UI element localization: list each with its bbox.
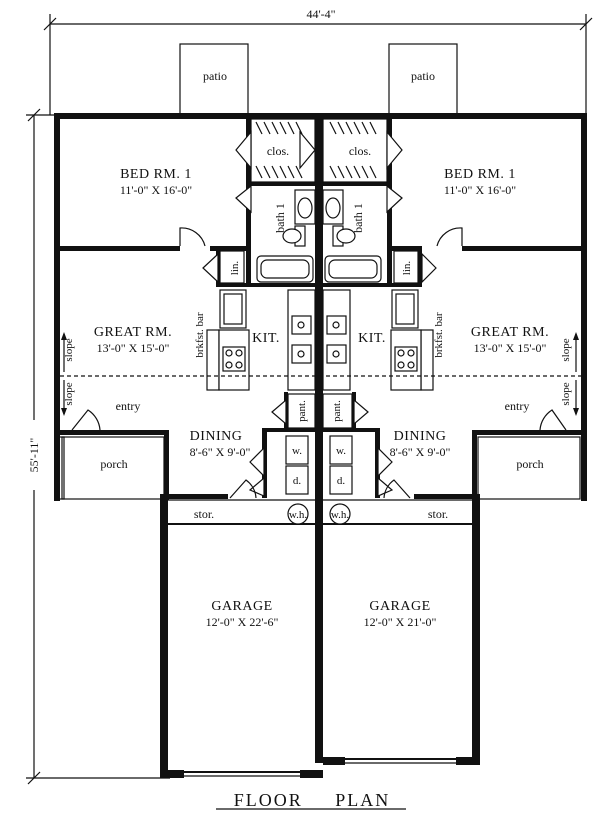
left-laundry: w. d. [248, 435, 309, 497]
right-dining-name: DINING [394, 429, 447, 444]
left-slope-upper-label: slope [63, 338, 75, 361]
left-dining-name: DINING [190, 429, 243, 444]
right-garage-name: GARAGE [369, 599, 430, 614]
right-garage-size: 12'-0" X 21'-0" [364, 615, 437, 629]
left-linen-label: lin. [229, 261, 241, 276]
right-porch-label: porch [516, 457, 543, 471]
left-bath-label: bath 1 [273, 203, 287, 233]
left-storage-label: stor. [194, 507, 214, 521]
right-dining-size: 8'-6" X 9'-0" [390, 445, 451, 459]
right-patio-label: patio [411, 69, 435, 83]
sink-icon [297, 197, 313, 219]
right-water-heater-label: w.h. [331, 509, 349, 521]
left-garage-size: 12'-0" X 22'-6" [206, 615, 279, 629]
left-bedroom-size: 11'-0" X 16'-0" [120, 183, 192, 197]
right-dryer-label: d. [337, 475, 346, 487]
right-porch [477, 436, 581, 500]
left-patio-label: patio [203, 69, 227, 83]
left-bedroom-door [179, 227, 206, 247]
exterior-walls [54, 113, 587, 778]
right-linen-closet: lin. [393, 250, 437, 284]
right-entry-door [539, 409, 567, 431]
right-great-room-size: 13'-0" X 15'-0" [474, 341, 547, 355]
right-kitchen: KIT. brkfst. bar [322, 289, 445, 391]
left-porch [61, 436, 165, 500]
left-dining-size: 8'-6" X 9'-0" [190, 445, 251, 459]
right-closet: clos. [322, 118, 403, 183]
left-entry-label: entry [116, 399, 141, 413]
right-storage-label: stor. [428, 507, 448, 521]
left-kitchen: KIT. brkfst. bar [194, 289, 316, 391]
left-breakfast-bar-label: brkfst. bar [194, 312, 206, 358]
left-great-room-size: 13'-0" X 15'-0" [97, 341, 170, 355]
overall-depth-label: 55'-11" [27, 438, 41, 473]
toilet-icon [282, 228, 302, 244]
right-washer-label: w. [336, 445, 346, 457]
left-garage-entry-door [229, 479, 257, 499]
right-bedroom-door [436, 227, 463, 247]
plan-title: FLOOR PLAN [234, 790, 391, 810]
overall-width-label: 44'-4" [306, 7, 335, 21]
right-bedroom-name: BED RM. 1 [444, 167, 516, 182]
right-great-room-name: GREAT RM. [471, 325, 549, 340]
left-pantry: pant. [271, 393, 316, 429]
left-garage-name: GARAGE [211, 599, 272, 614]
left-kitchen-label: KIT. [252, 331, 280, 346]
left-great-room-name: GREAT RM. [94, 325, 172, 340]
left-entry-door [71, 409, 101, 431]
right-slope-lower-label: slope [560, 382, 572, 405]
toilet-icon [336, 228, 356, 244]
left-linen-closet: lin. [202, 250, 245, 284]
left-closet: clos. [235, 118, 316, 183]
right-linen-label: lin. [401, 261, 413, 276]
right-entry-label: entry [505, 399, 530, 413]
right-water-heater [329, 503, 351, 525]
left-bath: bath 1 [235, 184, 316, 283]
right-closet-label: clos. [349, 144, 371, 158]
right-kitchen-label: KIT. [358, 331, 386, 346]
right-pantry-label: pant. [331, 400, 343, 422]
right-breakfast-bar-label: brkfst. bar [433, 312, 445, 358]
overall-width-dimension: 44'-4" [43, 7, 593, 115]
right-bath-label: bath 1 [351, 203, 365, 233]
right-pantry: pant. [322, 393, 369, 429]
right-slope-upper-label: slope [560, 338, 572, 361]
left-water-heater-label: w.h. [289, 509, 307, 521]
right-bedroom-size: 11'-0" X 16'-0" [444, 183, 516, 197]
sink-icon [325, 197, 341, 219]
left-porch-label: porch [100, 457, 127, 471]
left-closet-label: clos. [267, 144, 289, 158]
left-slope-lower-label: slope [63, 382, 75, 405]
right-laundry: w. d. [329, 435, 394, 497]
left-bedroom-name: BED RM. 1 [120, 167, 192, 182]
right-garage-entry-door [383, 479, 411, 499]
left-dryer-label: d. [293, 475, 302, 487]
left-washer-label: w. [292, 445, 302, 457]
overall-depth-dimension: 55'-11" [22, 108, 170, 785]
right-bath: bath 1 [322, 184, 403, 283]
left-water-heater [287, 503, 309, 525]
left-pantry-label: pant. [296, 400, 308, 422]
